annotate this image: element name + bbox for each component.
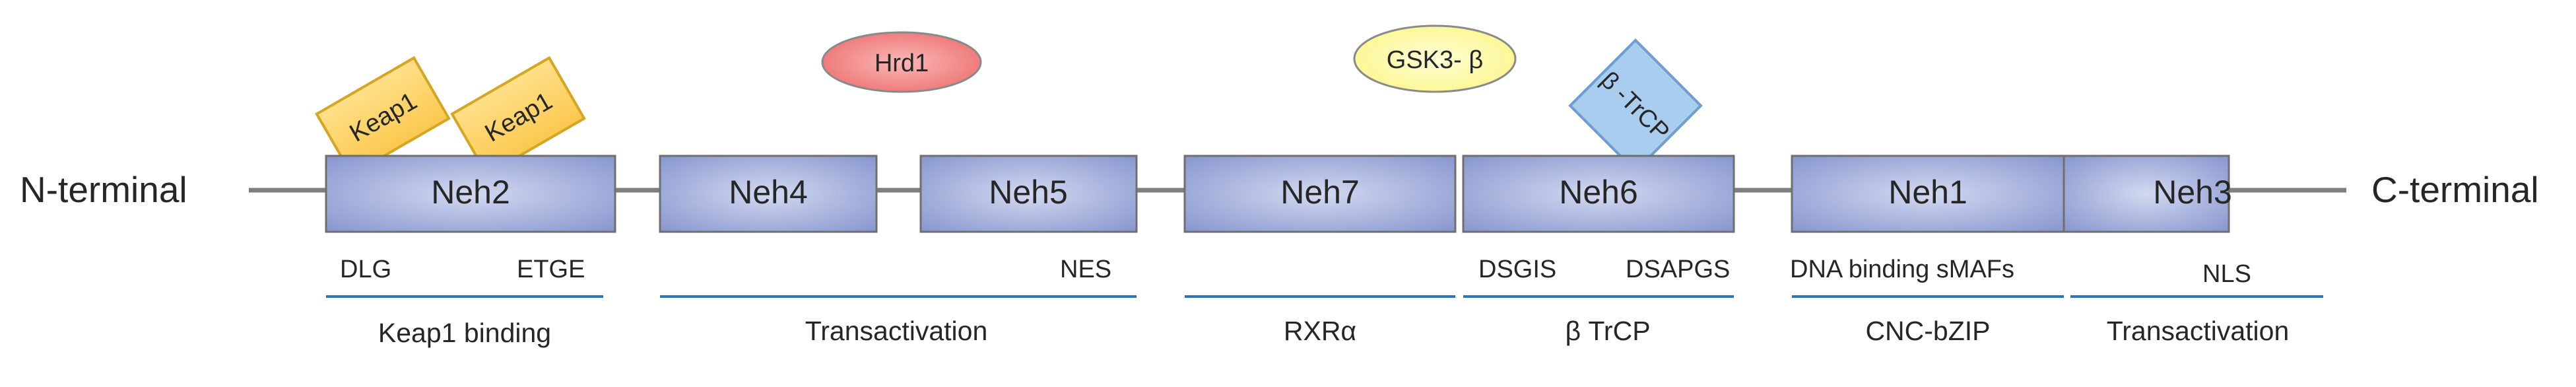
keap1-binder: Keap1: [450, 55, 586, 177]
motif-dsapgs: DSAPGS: [1626, 256, 1730, 283]
keap1-binder: Keap1: [315, 55, 451, 177]
function-cnc-bzip: CNC-bZIP: [1865, 316, 1990, 346]
motif-nls: NLS: [2202, 260, 2251, 288]
function-keap1-binding: Keap1 binding: [378, 318, 551, 348]
domain-box: Neh2: [325, 155, 616, 233]
function-transactivation-a: Transactivation: [805, 316, 988, 346]
motif-nes: NES: [1060, 256, 1111, 283]
domain-label-neh7: Neh7: [1280, 174, 1360, 211]
domain-box: Neh3: [2063, 155, 2232, 233]
function-btrcp: β TrCP: [1565, 316, 1650, 346]
domain-box: Neh4: [659, 155, 878, 233]
domain-label-neh6: Neh6: [1559, 174, 1638, 211]
n-terminal-label: N-terminal: [20, 169, 187, 210]
hrd1-binder: Hrd1: [821, 31, 982, 93]
gsk3b-label: GSK3- β: [1387, 46, 1483, 74]
domain-box: Neh5: [919, 155, 1138, 233]
function-transactivation-b: Transactivation: [2107, 316, 2290, 346]
domain-box: Neh6: [1462, 155, 1735, 233]
motif-dna-binding: DNA binding sMAFs: [1790, 256, 2014, 283]
motif-dlg: DLG: [340, 256, 391, 283]
domain-box: Neh1: [1791, 155, 2065, 233]
function-rxra: RXRα: [1284, 316, 1356, 346]
motif-dsgis: DSGIS: [1478, 256, 1556, 283]
c-terminal-label: C-terminal: [2371, 169, 2539, 210]
domain-label-neh4: Neh4: [729, 174, 808, 211]
domain-label-neh2: Neh2: [431, 174, 510, 211]
domain-label-neh5: Neh5: [989, 174, 1068, 211]
btrcp-binder: β -TrCP: [1568, 38, 1703, 173]
gsk3b-binder: GSK3- β: [1353, 24, 1517, 93]
domain-label-neh3: Neh3: [2153, 174, 2232, 211]
domain-box: Neh7: [1183, 155, 1457, 233]
domain-label-neh1: Neh1: [1888, 174, 1967, 211]
hrd1-label: Hrd1: [875, 50, 929, 77]
motif-etge: ETGE: [517, 256, 585, 283]
